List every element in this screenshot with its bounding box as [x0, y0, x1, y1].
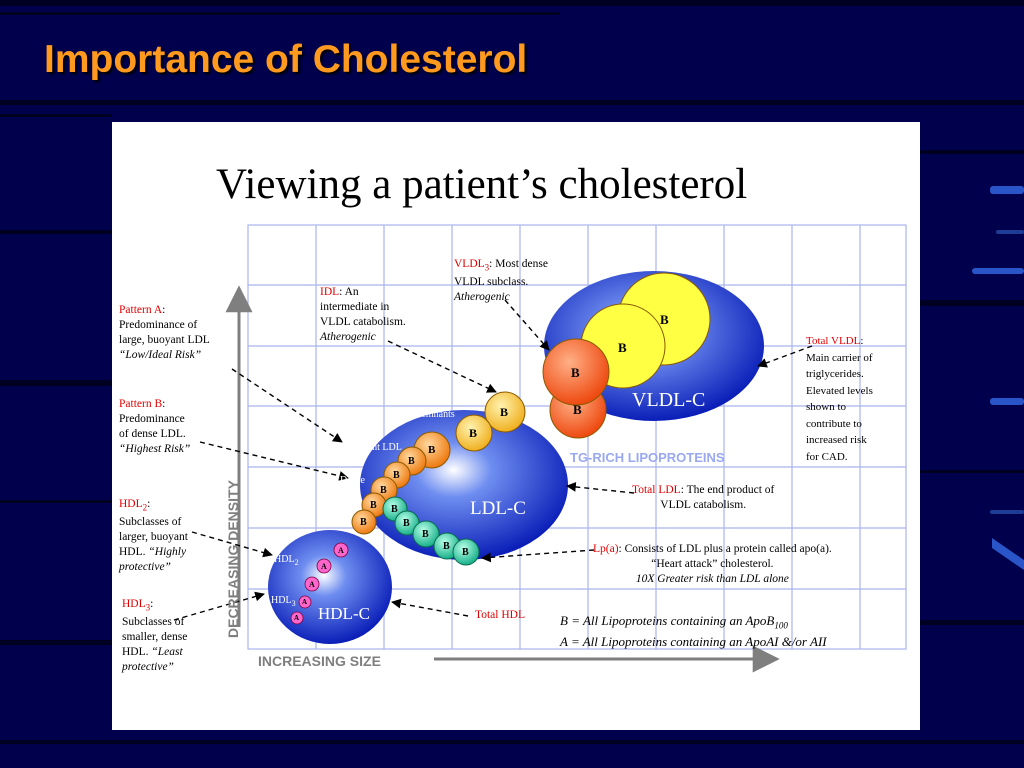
tg-rich-label: TG-RICH LIPOPROTEINS — [570, 450, 725, 465]
vldl-c-label: VLDL-C — [632, 389, 706, 411]
particle-label-b: B — [500, 405, 509, 419]
idl-annotation: IDL: An intermediate in VLDL catabolism.… — [320, 286, 406, 343]
hdl3-arrow — [173, 591, 265, 621]
legend-b: B = All Lipoproteins containing an ApoB1… — [560, 613, 788, 631]
hdl2-arrow — [191, 531, 273, 558]
particle-label-b: B — [380, 485, 387, 496]
diagram-panel: Viewing a patient’s cholesterol DECREASI… — [112, 122, 920, 730]
particle-label-b: B — [443, 541, 450, 552]
hdl3-annotation: HDL3: Subclasses of smaller, dense HDL. … — [122, 598, 188, 674]
particle-label-b: B — [462, 547, 469, 558]
particle-label-a: A — [309, 580, 315, 589]
ldl-particle — [484, 391, 526, 433]
particle-label-b: B — [393, 470, 400, 481]
ldl-particle — [351, 509, 377, 535]
total-ldl-annotation: Total LDL: The end product of VLDL catab… — [632, 484, 775, 511]
idl-arrow — [387, 340, 497, 393]
total-ldl-arrow — [566, 482, 635, 494]
pattern-a-annotation: Pattern A: Predominance of large, buoyan… — [119, 304, 210, 361]
lpa-annotation: Lp(a): Consists of LDL plus a protein ca… — [593, 543, 832, 585]
particle-label-b: B — [428, 444, 436, 456]
legend-a: A = All Lipoproteins containing an ApoAI… — [560, 634, 827, 649]
particle-label-a: A — [294, 614, 300, 622]
pattern-a-arrow — [231, 368, 343, 443]
particle-label-b: B — [360, 517, 367, 528]
hdl-ellipse — [268, 530, 392, 644]
hdl2-particle — [333, 542, 349, 558]
particle-label-b: B — [660, 312, 669, 327]
diagram-graphics — [173, 224, 907, 673]
vldl3-arrow — [504, 299, 550, 351]
particle-label-a: A — [302, 598, 308, 606]
idl-remnants-label: IDL Remnants — [396, 409, 455, 420]
vldl3-annotation: VLDL3: Most dense VLDL subclass. Atherog… — [454, 258, 548, 304]
hdl-c-label: HDL-C — [318, 604, 370, 623]
total-hdl-annotation: Total HDL — [475, 609, 525, 621]
particle-label-b: B — [408, 456, 415, 467]
lpa-particle — [412, 520, 440, 548]
total-hdl-arrow — [391, 598, 469, 617]
hdl2-inner-label: HDL2 — [274, 554, 299, 567]
pattern-b-annotation: Pattern B: Predominance of dense LDL. “H… — [119, 398, 191, 455]
x-axis-label: INCREASING SIZE — [258, 653, 381, 669]
buoyant-ldl-label: Buoyant LDL — [346, 442, 402, 453]
pattern-b-arrow — [199, 441, 349, 481]
diagram-heading: Viewing a patient’s cholesterol — [216, 161, 748, 208]
total-vldl-arrow — [757, 345, 813, 368]
vldl3-particle — [542, 338, 610, 406]
slide-title: Importance of Cholesterol — [44, 38, 528, 81]
particle-label-b: B — [573, 402, 582, 417]
y-axis-label: DECREASING DENSITY — [225, 480, 241, 638]
hdl2-particle — [316, 558, 332, 574]
hdl3-particle — [298, 595, 312, 609]
lpa-arrow — [481, 549, 595, 563]
particle-label-b: B — [618, 340, 627, 355]
hdl2-annotation: HDL2: Subclasses of larger, buoyant HDL.… — [119, 498, 188, 574]
particle-label-b: B — [422, 529, 429, 540]
particle-label-b: B — [403, 518, 410, 529]
hdl3-particle — [290, 611, 304, 625]
particle-label-b: B — [571, 365, 580, 380]
particle-label-b: B — [391, 504, 398, 515]
hdl3-inner-label: HDL3 — [271, 595, 296, 608]
hdl2-particle — [304, 576, 320, 592]
particle-label-a: A — [321, 562, 327, 571]
ldl-particle — [455, 414, 493, 452]
particle-label-b: B — [370, 500, 377, 511]
ldl-c-label: LDL-C — [470, 498, 526, 519]
particle-label-a: A — [338, 546, 344, 555]
total-vldl-annotation: Total VLDL: Main carrier of triglyceride… — [806, 335, 873, 463]
lpa-particle — [452, 538, 480, 566]
particle-label-b: B — [469, 426, 478, 440]
